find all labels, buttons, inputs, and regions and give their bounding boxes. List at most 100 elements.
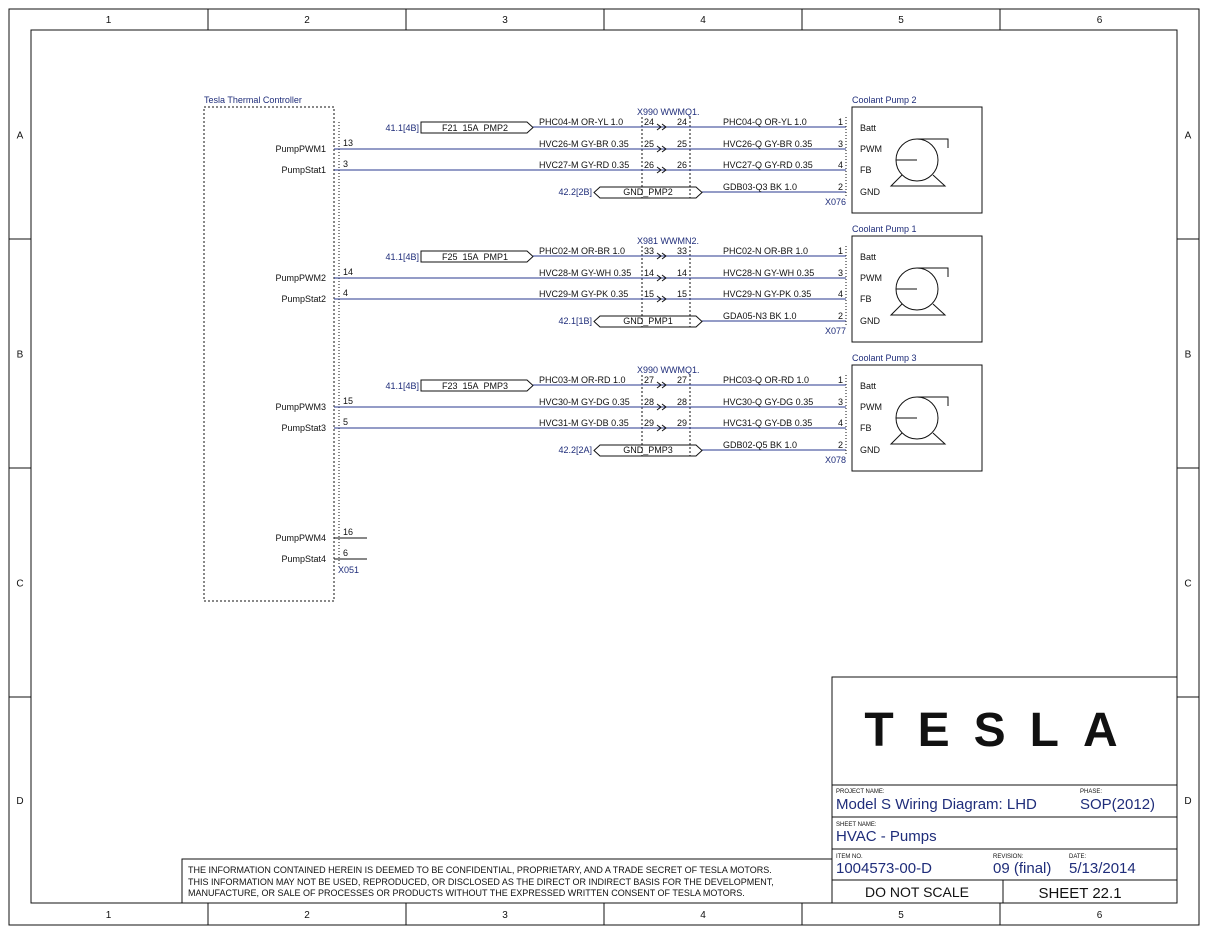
wire-label-right: PHC03-Q OR-RD 1.0 [723,375,809,385]
inline-pin-a: 25 [644,139,654,149]
ground-off-page-connector [593,444,703,457]
sheet-number: SHEET 22.1 [1038,885,1121,902]
pump-pin-number: 3 [838,139,843,149]
pump-pin-number: 1 [838,117,843,127]
pump-pin-name: Batt [860,123,877,133]
inline-pin-a: 15 [644,289,654,299]
pump-title: Coolant Pump 1 [852,224,917,234]
pump-motor-icon [889,396,949,445]
zone-row-label: B [17,350,24,361]
disclaimer-line: MANUFACTURE, OR SALE OF PROCESSES OR PRO… [188,888,745,898]
controller-pin-number: 15 [343,396,353,406]
wire-label-left: HVC30-M GY-DG 0.35 [539,397,630,407]
pump-pin-name: PWM [860,402,882,412]
inline-pin-a: 14 [644,268,654,278]
inline-pin-a: 27 [644,375,654,385]
pump-group: X990 WWMQ1. 41.1[4B] F21_15A_PMP2 42.2[2… [275,95,983,214]
pump-box [851,106,983,214]
spare-pin-number: 6 [343,548,348,558]
spare-pin-label: PumpStat4 [281,554,326,564]
disclaimer-line: THIS INFORMATION MAY NOT BE USED, REPROD… [188,877,774,887]
spare-pin-label: PumpPWM4 [275,533,326,543]
revision-value: 09 (final) [993,860,1051,877]
scale-note: DO NOT SCALE [865,884,969,900]
wire-label-left: HVC26-M GY-BR 0.35 [539,139,629,149]
pump-pin-name: FB [860,165,872,175]
wire-label-left: PHC03-M OR-RD 1.0 [539,375,626,385]
wire-label-left: HVC27-M GY-RD 0.35 [539,160,629,170]
pump-pin-name: Batt [860,252,877,262]
inline-connector-label: X990 WWMQ1. [637,107,700,117]
zone-row-label: C [16,579,23,590]
inline-pin-a: 28 [644,397,654,407]
zone-row-label: D [16,796,23,807]
inline-pin-b: 25 [677,139,687,149]
fuse-off-page-connector [420,379,534,392]
zone-column-label: 5 [898,15,904,26]
controller-pin-number: 3 [343,159,348,169]
inline-pin-b: 26 [677,160,687,170]
wire-label-right: HVC29-N GY-PK 0.35 [723,289,811,299]
date-label: DATE: [1069,854,1087,860]
pump-pin-name: GND [860,187,881,197]
controller-connector-label: X051 [338,565,359,575]
wire-label-left: PHC02-M OR-BR 1.0 [539,246,625,256]
zone-row-label: C [1184,579,1191,590]
inline-connector-chevron-icon [656,123,667,131]
ground-label: GND_PMP1 [623,316,673,326]
ground-label: GND_PMP2 [623,187,673,197]
controller-pin-label: PumpStat3 [281,423,326,433]
wire-label-right: HVC28-N GY-WH 0.35 [723,268,814,278]
ground-reference: 42.2[2A] [558,445,592,455]
zone-column-label: 1 [106,910,112,921]
sheet-name-label: SHEET NAME: [836,822,877,828]
project-name: Model S Wiring Diagram: LHD [836,796,1037,813]
pump-pin-number: 1 [838,375,843,385]
inline-pin-b: 28 [677,397,687,407]
wire-label-right: HVC26-Q GY-BR 0.35 [723,139,812,149]
controller-pin-label: PumpStat2 [281,294,326,304]
controller-pin-label: PumpPWM3 [275,402,326,412]
fuse-label: F21_15A_PMP2 [442,123,508,133]
controller-pin-number: 13 [343,138,353,148]
pump-pin-number: 4 [838,289,843,299]
fuse-reference: 41.1[4B] [385,123,419,133]
pump-box [851,364,983,472]
inline-pin-b: 24 [677,117,687,127]
inline-pin-a: 24 [644,117,654,127]
inline-connector-chevron-icon [656,424,667,432]
inline-connector-chevron-icon [656,252,667,260]
pump-pin-name: GND [860,316,881,326]
pump-motor-icon [889,138,949,187]
spare-pin-pwm4: PumpPWM4 16 [275,527,367,543]
inline-connector-label: X990 WWMQ1. [637,365,700,375]
pump-pin-number: 3 [838,397,843,407]
project-name-label: PROJECT NAME: [836,789,885,795]
zone-column-label: 3 [502,15,508,26]
zone-row-label: A [1185,131,1192,142]
pump-pin-name: Batt [860,381,877,391]
fuse-off-page-connector [420,250,534,263]
inline-pin-b: 29 [677,418,687,428]
pump-pin-name: PWM [860,273,882,283]
zone-row-label: B [1185,350,1192,361]
inline-connector-chevron-icon [656,403,667,411]
pump-title: Coolant Pump 2 [852,95,917,105]
ground-reference: 42.1[1B] [558,316,592,326]
title-block-frame [831,676,1178,904]
pump-pin-number: 2 [838,311,843,321]
pump-pin-number: 4 [838,160,843,170]
wire-label-right: GDB02-Q5 BK 1.0 [723,440,797,450]
wire-label-right: HVC30-Q GY-DG 0.35 [723,397,813,407]
pump-pin-number: 3 [838,268,843,278]
item-no-label: ITEM NO. [836,854,863,860]
zone-column-label: 2 [304,15,310,26]
revision-label: REVISION: [993,854,1024,860]
tesla-logo: TESLA [864,704,1141,757]
inline-pin-a: 26 [644,160,654,170]
fuse-off-page-connector [420,121,534,134]
pump-groups: X990 WWMQ1. 41.1[4B] F21_15A_PMP2 42.2[2… [275,95,983,472]
zone-column-label: 2 [304,910,310,921]
fuse-label: F25_15A_PMP1 [442,252,508,262]
phase-label: PHASE: [1080,789,1102,795]
